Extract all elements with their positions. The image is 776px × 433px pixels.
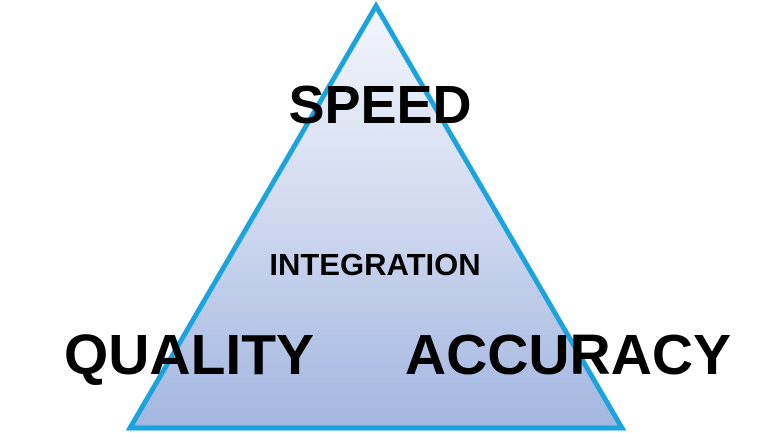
- center-label: INTEGRATION: [269, 247, 481, 282]
- bottom-left-label: QUALITY: [63, 323, 315, 387]
- bottom-right-label: ACCURACY: [404, 323, 732, 387]
- triangle-shape: [125, 1, 627, 431]
- apex-label: SPEED: [288, 75, 472, 135]
